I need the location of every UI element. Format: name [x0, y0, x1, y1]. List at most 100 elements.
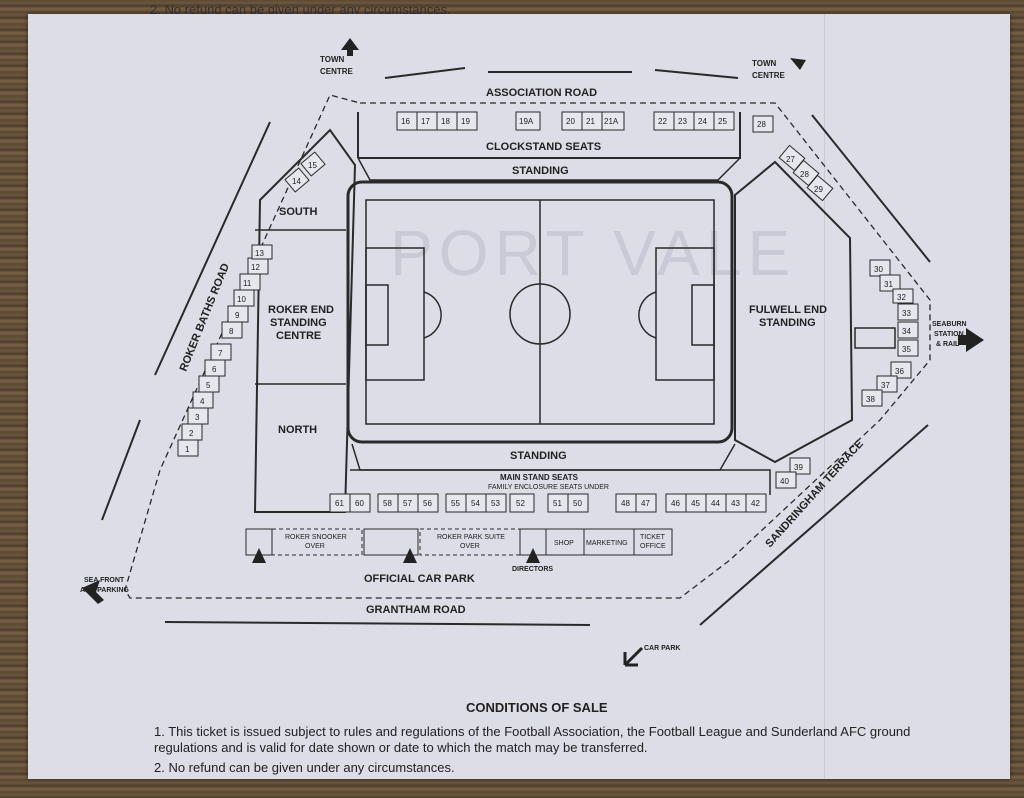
town-centre-left-1: TOWN — [320, 55, 345, 64]
svg-text:21: 21 — [586, 117, 595, 126]
svg-text:44: 44 — [711, 499, 720, 508]
svg-text:53: 53 — [491, 499, 500, 508]
roker-centre-2: STANDING — [270, 317, 327, 329]
ticket-office-1: TICKET — [640, 534, 666, 541]
svg-text:48: 48 — [621, 499, 630, 508]
road-right-lower — [699, 424, 929, 626]
roker-centre-1: ROKER END — [268, 304, 334, 316]
main-stand-sub: FAMILY ENCLOSURE SEATS UNDER — [488, 484, 609, 491]
clockstand-label: CLOCKSTAND SEATS — [486, 141, 601, 153]
road-right-upper — [811, 114, 931, 263]
top-blocks: 16 17 18 19 19A 20 21 21A 22 23 24 25 28 — [396, 111, 774, 133]
sea-front-1: SEA FRONT — [84, 577, 125, 584]
seaburn-arrow-icon — [958, 328, 984, 352]
svg-text:60: 60 — [355, 499, 364, 508]
road-top-right — [654, 69, 739, 79]
svg-text:6: 6 — [212, 365, 217, 374]
conditions-title: CONDITIONS OF SALE — [466, 700, 608, 715]
road-left-upper — [154, 121, 271, 376]
svg-text:56: 56 — [423, 499, 432, 508]
north-label: NORTH — [278, 424, 317, 436]
svg-text:19: 19 — [461, 117, 470, 126]
svg-text:55: 55 — [451, 499, 460, 508]
town-centre-right-1: TOWN — [752, 59, 777, 68]
roker-end-outline — [253, 128, 357, 513]
svg-text:30: 30 — [874, 265, 883, 274]
svg-text:31: 31 — [884, 280, 893, 289]
svg-text:3: 3 — [195, 413, 200, 422]
standing-top-label: STANDING — [512, 165, 569, 177]
svg-text:20: 20 — [566, 117, 575, 126]
seaburn-2: STATION — [934, 331, 964, 338]
roker-snooker-1: ROKER SNOOKER — [285, 534, 347, 541]
svg-text:27: 27 — [786, 155, 795, 164]
left-blocks: 1 2 3 4 5 6 7 8 9 10 11 12 13 14 15 — [177, 151, 326, 457]
svg-text:54: 54 — [471, 499, 480, 508]
car-park-label: CAR PARK — [644, 645, 680, 652]
paper-fold — [824, 14, 825, 779]
fulwell-end-outline — [734, 160, 854, 464]
standing-bottom-label: STANDING — [510, 450, 567, 462]
main-stand-label: MAIN STAND SEATS — [500, 473, 579, 482]
svg-text:23: 23 — [678, 117, 687, 126]
seaburn-3: & RAIL — [936, 341, 960, 348]
svg-text:45: 45 — [691, 499, 700, 508]
right-blocks: 27 28 29 30 31 32 33 34 35 36 37 38 39 4… — [775, 144, 919, 489]
svg-text:19A: 19A — [519, 117, 534, 126]
svg-text:40: 40 — [780, 477, 789, 486]
svg-text:52: 52 — [516, 499, 525, 508]
svg-text:21A: 21A — [604, 117, 619, 126]
svg-text:12: 12 — [251, 263, 260, 272]
svg-text:2: 2 — [189, 429, 194, 438]
svg-text:28: 28 — [800, 170, 809, 179]
svg-text:50: 50 — [573, 499, 582, 508]
svg-text:4: 4 — [200, 397, 205, 406]
shop-label: SHOP — [554, 540, 574, 547]
roker-suite-2: OVER — [460, 543, 480, 550]
marketing-label: MARKETING — [586, 540, 628, 547]
svg-text:1: 1 — [185, 445, 190, 454]
arc-right — [638, 291, 657, 339]
svg-text:25: 25 — [718, 117, 727, 126]
town-centre-right-arrow-icon — [790, 58, 806, 70]
directors-label: DIRECTORS — [512, 566, 553, 573]
south-label: SOUTH — [279, 206, 318, 218]
svg-text:13: 13 — [255, 249, 264, 258]
ticket-office-2: OFFICE — [640, 543, 666, 550]
road-top-left — [384, 67, 466, 79]
svg-text:42: 42 — [751, 499, 760, 508]
official-car-park-label: OFFICIAL CAR PARK — [364, 573, 475, 585]
fulwell-2: STANDING — [759, 317, 816, 329]
svg-text:38: 38 — [866, 395, 875, 404]
condition-1: 1. This ticket is issued subject to rule… — [154, 724, 911, 755]
svg-text:22: 22 — [658, 117, 667, 126]
fulwell-1: FULWELL END — [749, 304, 827, 316]
car-park-arrow-icon — [623, 646, 644, 667]
condition-2: 2. No refund can be given under any circ… — [154, 760, 455, 775]
association-road-label: ASSOCIATION ROAD — [486, 87, 597, 99]
svg-text:7: 7 — [218, 349, 223, 358]
goal-box-right — [691, 284, 715, 346]
watermark-text: PORT VALE — [390, 217, 796, 289]
svg-text:24: 24 — [698, 117, 707, 126]
svg-text:28: 28 — [757, 120, 766, 129]
svg-text:39: 39 — [794, 463, 803, 472]
svg-text:9: 9 — [235, 311, 240, 320]
main-stand-outline — [350, 469, 771, 495]
svg-text:36: 36 — [895, 367, 904, 376]
road-left-lower — [101, 419, 141, 521]
svg-text:18: 18 — [441, 117, 450, 126]
grantham-road-label: GRANTHAM ROAD — [366, 604, 466, 616]
fulwell-link — [854, 327, 896, 349]
roker-suite-1: ROKER PARK SUITE — [437, 534, 505, 541]
svg-text:47: 47 — [641, 499, 650, 508]
svg-text:37: 37 — [881, 381, 890, 390]
svg-text:34: 34 — [902, 327, 911, 336]
roker-centre-3: CENTRE — [276, 330, 321, 342]
svg-text:8: 8 — [229, 327, 234, 336]
arc-left — [423, 291, 442, 339]
road-bottom — [164, 621, 591, 626]
sea-front-arrow-icon — [82, 580, 104, 604]
buildings — [245, 528, 673, 563]
